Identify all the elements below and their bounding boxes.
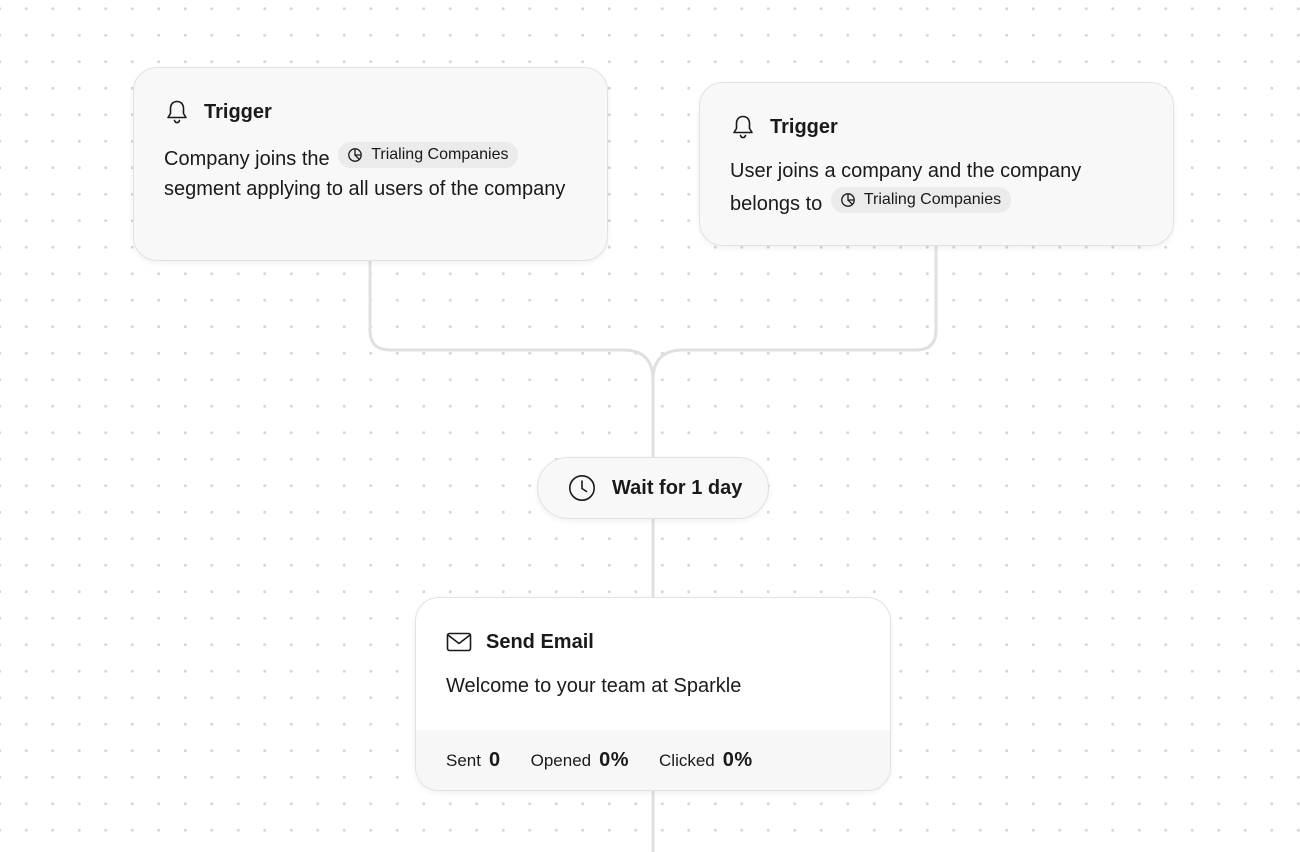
stat-label: Sent: [446, 750, 481, 770]
trigger-header: Trigger: [730, 113, 1143, 141]
email-stats-bar: Sent 0 Opened 0% Clicked 0%: [416, 730, 890, 790]
segment-chip-label: Trialing Companies: [863, 190, 1002, 208]
trigger-node[interactable]: Trigger Company joins the Trialing Compa…: [133, 67, 608, 261]
stat-value: 0: [488, 748, 501, 771]
trigger-title: Trigger: [204, 100, 272, 123]
email-subject: Welcome to your team at Sparkle: [446, 675, 742, 697]
bell-icon: [730, 114, 756, 140]
stat-clicked: Clicked 0%: [659, 749, 753, 772]
stat-label: Opened: [530, 750, 592, 770]
connector-trigger-2: [651, 245, 938, 381]
connector-trigger-1: [368, 260, 655, 381]
trigger-description: User joins a company and the company bel…: [730, 157, 1143, 219]
stat-value: 0%: [722, 748, 753, 771]
stat-value: 0%: [599, 748, 630, 771]
email-header: Send Email: [446, 628, 860, 656]
clock-icon: [568, 474, 596, 502]
pie-chart-icon: [840, 192, 856, 208]
trigger-text-after: segment applying to all users of the com…: [164, 177, 566, 200]
send-email-node[interactable]: Send Email Welcome to your team at Spark…: [415, 597, 891, 791]
stat-opened: Opened 0%: [531, 749, 629, 772]
mail-icon: [446, 629, 472, 655]
wait-label: Wait for 1 day: [612, 476, 743, 499]
wait-node[interactable]: Wait for 1 day: [537, 457, 769, 519]
trigger-description: Company joins the Trialing Companies segm…: [164, 142, 577, 204]
segment-chip[interactable]: Trialing Companies: [830, 186, 1012, 213]
stat-sent: Sent 0: [446, 749, 501, 772]
stat-label: Clicked: [659, 750, 715, 770]
segment-chip[interactable]: Trialing Companies: [338, 142, 519, 168]
trigger-title: Trigger: [770, 115, 838, 138]
trigger-text-before: Company joins the: [164, 148, 330, 170]
trigger-node[interactable]: Trigger User joins a company and the com…: [699, 82, 1174, 246]
segment-chip-label: Trialing Companies: [371, 146, 509, 163]
email-title: Send Email: [486, 630, 594, 653]
trigger-header: Trigger: [164, 98, 577, 126]
pie-chart-icon: [347, 147, 363, 163]
trigger-text-before: User joins a company and the company bel…: [730, 160, 1082, 215]
bell-icon: [164, 99, 190, 125]
